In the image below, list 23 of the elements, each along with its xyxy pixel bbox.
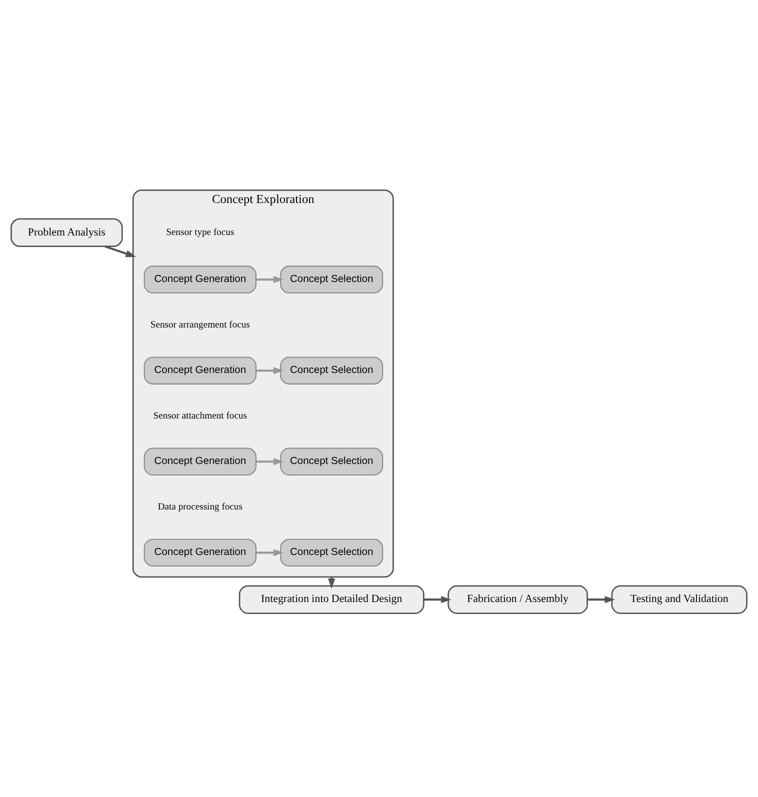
arrow: [256, 458, 284, 465]
node-box: Testing and Validation: [611, 584, 748, 614]
node-box: Concept Selection: [280, 538, 384, 566]
arrow: [256, 275, 284, 283]
node-box: Concept Selection: [280, 356, 384, 384]
arrow: [256, 366, 284, 374]
node-box: Concept Generation: [144, 538, 256, 566]
node-box: Concept Selection: [280, 265, 384, 293]
label: Sensor attachment focus: [153, 410, 247, 422]
node-box: Fabrication / Assembly: [448, 584, 588, 614]
label: Sensor type focus: [166, 226, 234, 238]
arrow: [256, 548, 284, 556]
arrow: [424, 595, 452, 603]
node-box: Integration into Detailed Design: [238, 584, 424, 614]
label: Data processing focus: [158, 501, 242, 512]
node-box: Concept Selection: [280, 447, 384, 475]
node-box: Concept Generation: [144, 265, 256, 293]
arrow: [588, 595, 616, 603]
node-box: Concept Generation: [144, 447, 256, 475]
node-box: Concept Generation: [144, 356, 256, 384]
arrow: [104, 244, 136, 257]
label: Sensor arrangement focus: [150, 319, 250, 330]
node-box: Problem Analysis: [10, 218, 123, 247]
